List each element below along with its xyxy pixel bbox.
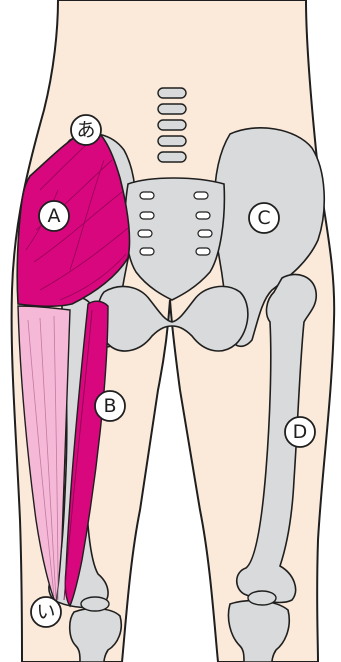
label-C-text: C [257, 207, 270, 229]
label-B: B [95, 391, 125, 421]
label-A-text: A [48, 205, 61, 227]
label-D: D [285, 417, 315, 447]
right-patella [248, 591, 276, 605]
label-i-hiragana: い [31, 597, 61, 627]
label-a-text: あ [76, 119, 95, 141]
label-i-text: い [36, 601, 55, 623]
vertebra-2 [158, 104, 186, 114]
left-patella [81, 597, 109, 611]
label-B-text: B [103, 395, 116, 417]
label-a-hiragana: あ [71, 115, 101, 145]
label-D-text: D [293, 421, 308, 443]
label-C: C [249, 203, 279, 233]
vertebra-1 [158, 88, 186, 98]
vertebra-5 [158, 152, 186, 162]
vertebra-3 [158, 120, 186, 130]
label-A: A [39, 201, 69, 231]
vertebra-4 [158, 136, 186, 146]
